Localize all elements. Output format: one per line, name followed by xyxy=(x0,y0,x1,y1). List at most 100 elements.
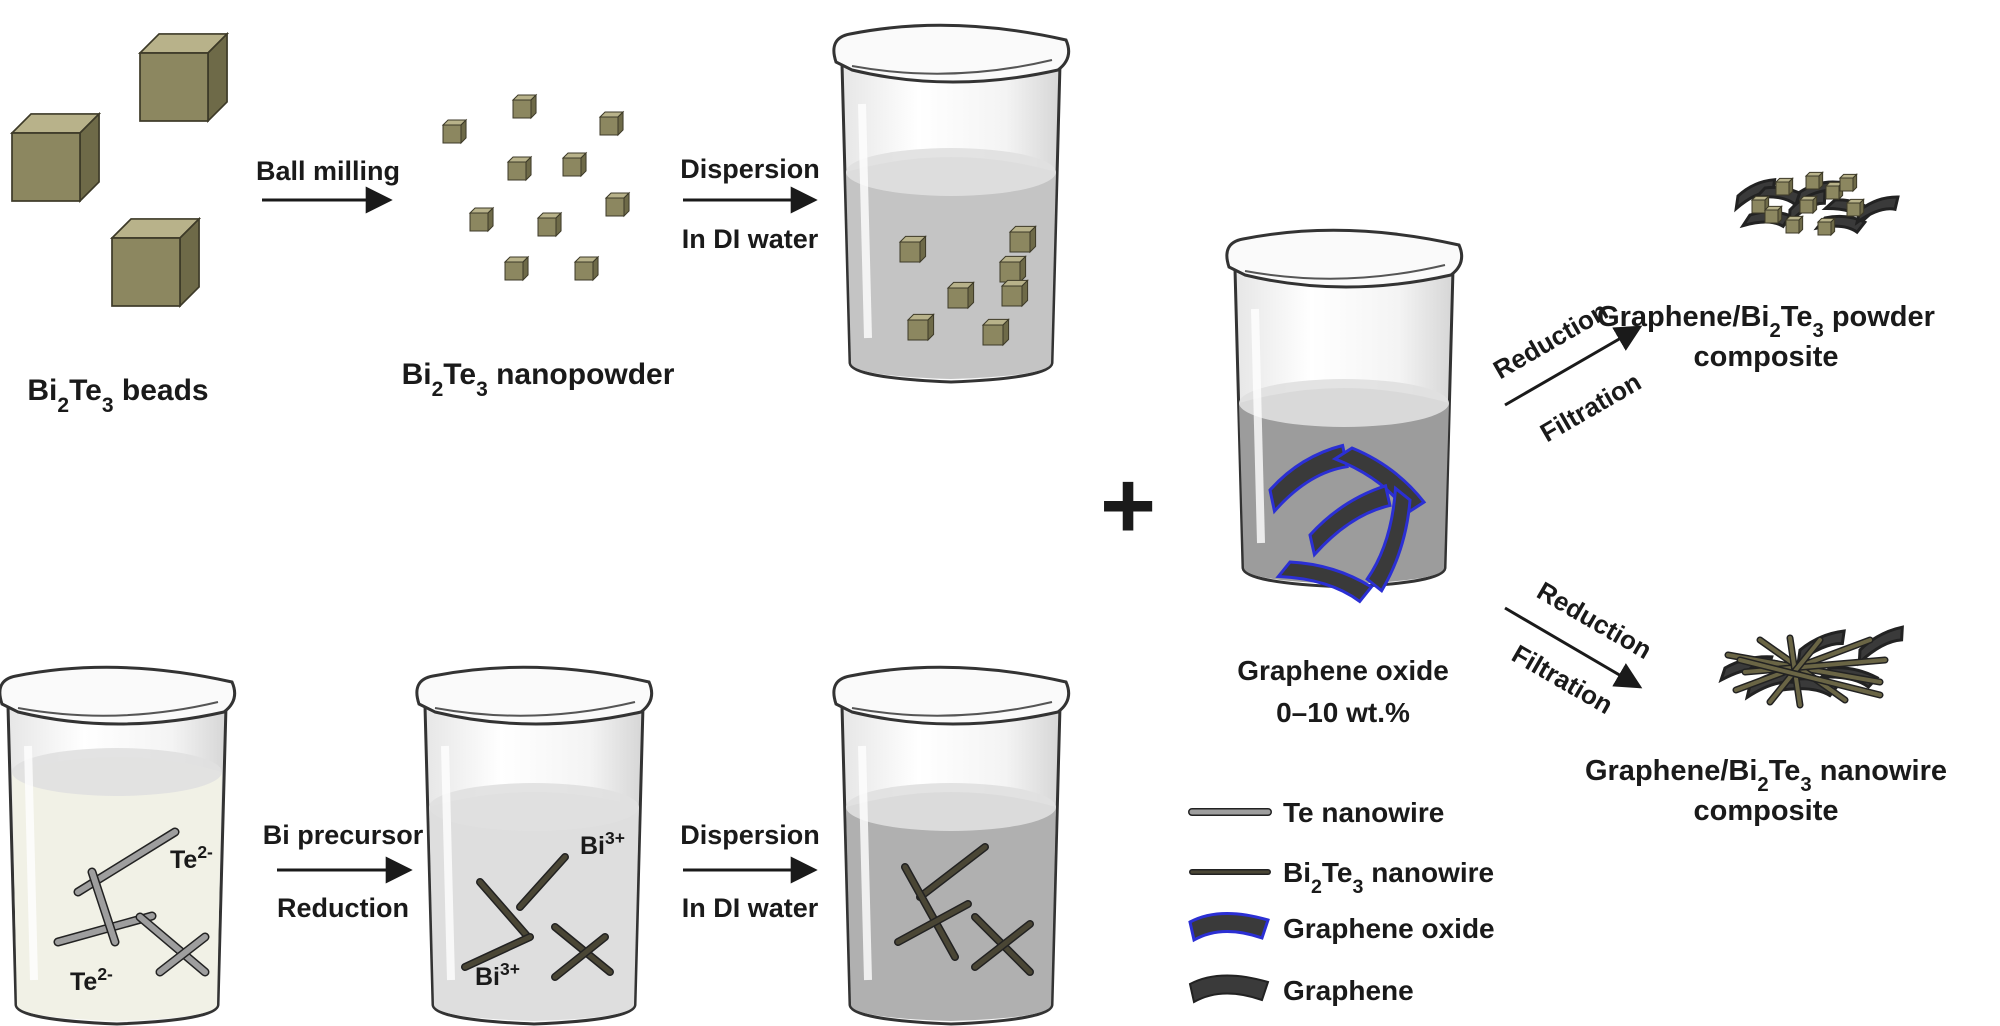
glass-highlight xyxy=(858,745,872,981)
composite-powder-cube xyxy=(1798,195,1818,215)
dispersed-cube xyxy=(946,281,975,310)
nanopowder-cube xyxy=(604,191,631,218)
powder-composite-label-line2: composite xyxy=(1693,341,1838,373)
composite-nanowire xyxy=(1738,658,1882,697)
beaker-nanopowder-dispersion xyxy=(832,23,1071,384)
nanopowder-cube xyxy=(573,255,600,282)
reduction-arrow-upper xyxy=(1504,325,1643,407)
bead-cube xyxy=(109,216,202,309)
bi2te3-nanowire xyxy=(917,844,988,900)
dispersed-cube xyxy=(981,318,1010,347)
bi2te3-nanowire xyxy=(972,921,1033,970)
legend-label: Te nanowire xyxy=(1283,797,1444,828)
bi2te3-nanowire xyxy=(552,934,608,980)
graphene-bi2te3-powder-composite-graphic xyxy=(1734,171,1900,237)
beaker-te-nanowire xyxy=(0,665,237,1026)
composite-powder-cube xyxy=(1784,215,1804,235)
beaker-graphene-oxide xyxy=(1225,228,1464,604)
nanowire-composite-label-line2: composite xyxy=(1693,795,1838,827)
bead-cube xyxy=(137,31,230,124)
graphene-oxide-sheet xyxy=(1365,485,1412,594)
te-nanowire xyxy=(89,869,118,945)
filtration-label-lower: Filtration xyxy=(1507,638,1618,720)
beaker-bi-precursor-reduction xyxy=(415,665,654,1026)
legend-label: Graphene xyxy=(1283,975,1414,1006)
te-nanowire xyxy=(137,914,208,975)
bi2te3-nanowire xyxy=(895,901,971,945)
graphene-oxide-sheet xyxy=(1268,443,1349,515)
nanopowder-cube xyxy=(561,151,588,178)
nanopowder-cube xyxy=(506,155,533,182)
composite-powder-cube xyxy=(1838,173,1858,193)
bi2te3-beads-label: Bi2Te3 beads xyxy=(27,374,208,417)
powder-composite-label: Graphene/Bi2Te3 powder xyxy=(1597,301,1935,342)
bead-cube xyxy=(9,111,102,204)
composite-powder-cube xyxy=(1816,217,1836,237)
te-ion-label: Te2- xyxy=(170,842,213,874)
beaker-rim-inner xyxy=(434,701,636,717)
graphene-oxide-label: Graphene oxide xyxy=(1237,655,1449,686)
ball-milling-label: Ball milling xyxy=(256,156,400,186)
composite-powder-cube xyxy=(1845,198,1865,218)
beaker-rim-inner xyxy=(1244,264,1446,280)
legend-item-graphene: Graphene xyxy=(1188,974,1414,1006)
legend-item-te-nanowire: Te nanowire xyxy=(1188,797,1444,828)
composite-powder-cube xyxy=(1763,205,1783,225)
glass-highlight xyxy=(1251,308,1265,544)
nanopowder-cube xyxy=(511,93,538,120)
dispersed-cube xyxy=(906,313,935,342)
te-ion-label: Te2- xyxy=(70,964,113,996)
beaker-liquid xyxy=(12,757,222,1021)
legend-swatch-graphene xyxy=(1188,974,1270,1004)
dispersion-label-top: Dispersion xyxy=(680,154,820,184)
beaker-liquid xyxy=(846,792,1056,1021)
graphene-bi2te3-nanowire-composite-graphic xyxy=(1718,625,1904,709)
legend-item-graphene-oxide: Graphene oxide xyxy=(1188,912,1495,944)
nanowire-composite-label: Graphene/Bi2Te3 nanowire xyxy=(1585,755,1947,796)
composite-powder-cube xyxy=(1774,177,1794,197)
reduction-label-bottom: Reduction xyxy=(277,893,409,923)
liquid-surface xyxy=(429,783,639,831)
nanopowder-cube xyxy=(441,118,468,145)
dispersion-label-bottom: Dispersion xyxy=(680,820,820,850)
bi-ion-label: Bi3+ xyxy=(580,828,625,860)
dispersed-cube xyxy=(1000,279,1029,308)
bi2te3-nanowire xyxy=(462,934,533,970)
bi2te3-nanowire xyxy=(517,854,568,910)
beaker-rim-inner xyxy=(851,59,1053,75)
bi2te3-nanowire xyxy=(902,864,958,960)
bi2te3-nanowire xyxy=(552,924,613,975)
glass-highlight xyxy=(441,745,455,981)
te-nanowire xyxy=(55,913,155,945)
reduction-label-upper: Reduction xyxy=(1488,295,1613,385)
legend-label: Bi2Te3 nanowire xyxy=(1283,857,1494,898)
bi-precursor-label: Bi precursor xyxy=(263,820,424,850)
liquid-surface xyxy=(1239,379,1449,427)
dispersed-cube xyxy=(898,235,927,264)
liquid-surface xyxy=(846,148,1056,196)
liquid-surface xyxy=(846,783,1056,831)
di-water-label-top: In DI water xyxy=(682,224,819,254)
te-nanowire xyxy=(157,934,208,975)
glass-highlight xyxy=(24,745,38,981)
graphene-oxide-sheet xyxy=(1275,560,1374,604)
graphene-oxide-wt-label: 0–10 wt.% xyxy=(1276,697,1410,728)
legend-swatch-graphene-oxide xyxy=(1188,912,1270,943)
graphene-oxide-sheet xyxy=(1308,483,1392,558)
plus-sign: + xyxy=(1100,452,1156,559)
liquid-surface xyxy=(12,748,222,796)
bi2te3-nanopowder-cubes xyxy=(441,93,631,282)
beaker-rim-inner xyxy=(851,701,1053,717)
nanopowder-cube xyxy=(536,211,563,238)
dispersed-cube xyxy=(998,255,1027,284)
bi2te3-beads-cubes xyxy=(9,31,230,309)
bi2te3-nanopowder-label: Bi2Te3 nanopowder xyxy=(402,358,675,401)
dispersed-cube xyxy=(1008,225,1037,254)
composite-powder-cube xyxy=(1804,171,1824,191)
legend-label: Graphene oxide xyxy=(1283,913,1495,944)
nanopowder-cube xyxy=(598,110,625,137)
reduction-label-lower: Reduction xyxy=(1532,575,1657,665)
legend-item-bi2te3-nanowire: Bi2Te3 nanowire xyxy=(1189,857,1494,898)
